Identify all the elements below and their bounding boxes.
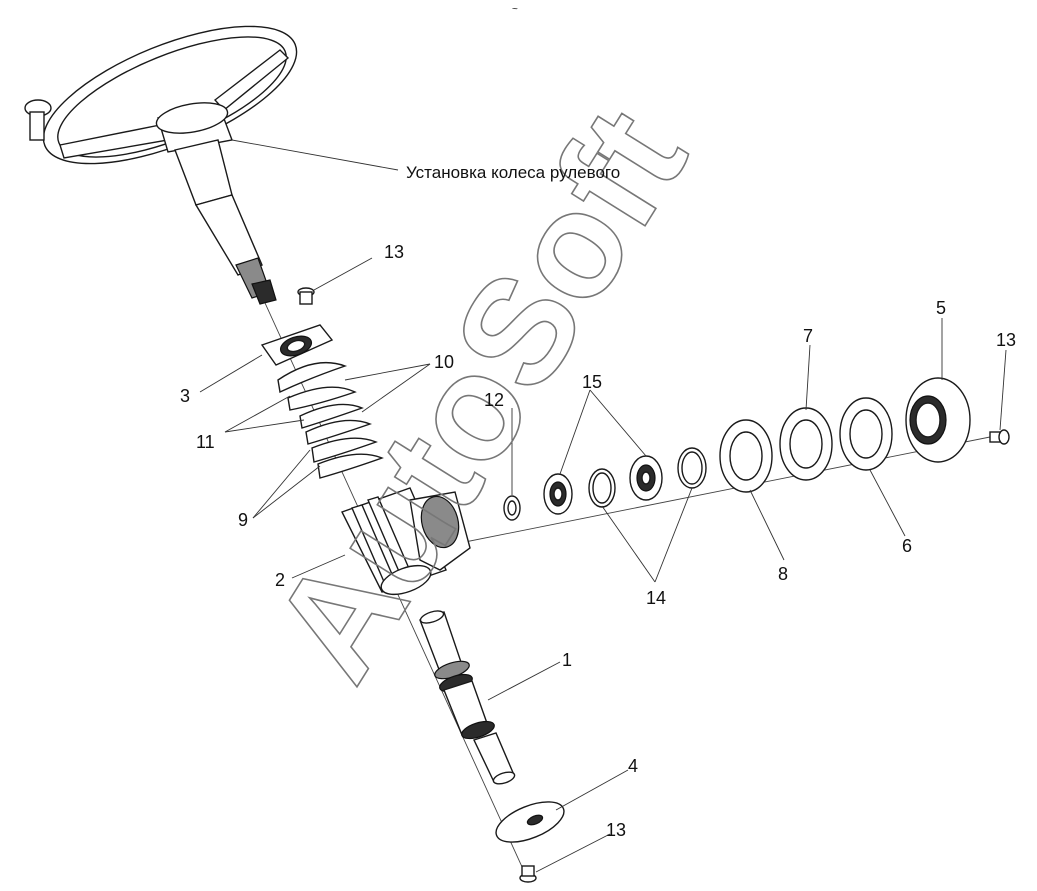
gasket-part-8 [719, 419, 773, 493]
part-label-4: 4 [628, 756, 638, 776]
part-label-13-top: 13 [384, 242, 404, 262]
part-label-6: 6 [902, 536, 912, 556]
part-label-7: 7 [803, 326, 813, 346]
part-label-5: 5 [936, 298, 946, 318]
flange-part-4 [495, 801, 565, 843]
part-label-13-bottom: 13 [606, 820, 626, 840]
steering-wheel [24, 25, 298, 305]
bearing-part-15-left [543, 473, 573, 515]
cover-part-5 [905, 377, 971, 463]
gasket-part-6 [839, 397, 893, 471]
gasket-part-7 [779, 407, 833, 481]
snap-ring-part-14-left [588, 468, 616, 508]
part-label-15: 15 [582, 372, 602, 392]
assembly-label: Установка колеса рулевого [406, 163, 620, 182]
part-label-14: 14 [646, 588, 666, 608]
shim-stack [277, 361, 384, 479]
part-label-11: 11 [196, 432, 215, 452]
part-label-9: 9 [238, 510, 248, 530]
flange-part-3 [260, 324, 334, 366]
part-label-8: 8 [778, 564, 788, 584]
part-label-10: 10 [434, 352, 454, 372]
part-label-3: 3 [180, 386, 190, 406]
snap-ring-part-14-right [677, 447, 707, 489]
bolt-part-13-bottom [519, 865, 537, 883]
part-label-12: 12 [484, 390, 504, 410]
housing-part-2 [341, 487, 471, 596]
bolt-part-13-top [297, 287, 315, 305]
bolt-part-13-right [989, 429, 1010, 445]
part-label-1: 1 [562, 650, 572, 670]
wheel-knob [24, 99, 52, 141]
leader-lines [199, 139, 1007, 873]
bearing-part-15-right [629, 455, 663, 501]
part-label-13-right: 13 [996, 330, 1016, 350]
top-mark: ~ [512, 4, 518, 15]
shaft-part-1 [419, 610, 516, 785]
ring-part-12 [503, 495, 521, 521]
part-label-2: 2 [275, 570, 285, 590]
horizontal-axis-line [449, 434, 1001, 546]
